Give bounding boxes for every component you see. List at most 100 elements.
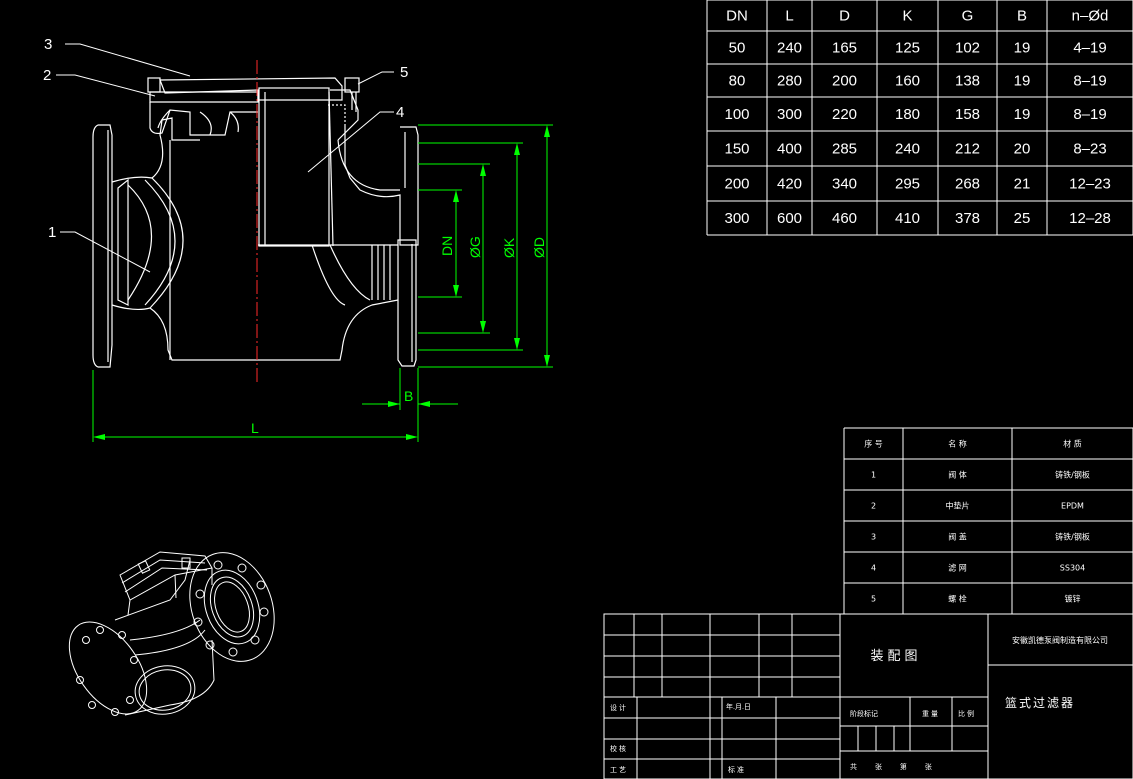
check-label: 校 核 bbox=[610, 744, 626, 753]
spec-table-cell: 80 bbox=[729, 73, 746, 90]
parts-table-cell: SS304 bbox=[1060, 564, 1085, 573]
spec-table-cell: 50 bbox=[729, 40, 746, 57]
standard-label: 标 准 bbox=[728, 765, 744, 774]
spec-table-cell: 8–23 bbox=[1073, 141, 1106, 158]
spec-table-cell: 19 bbox=[1014, 40, 1031, 57]
dim-l: L bbox=[251, 420, 259, 436]
title-block bbox=[603, 613, 1133, 779]
dim-g: ØG bbox=[467, 236, 483, 258]
spec-table-cell: 285 bbox=[832, 141, 857, 158]
spec-table-header-cell: D bbox=[839, 8, 850, 25]
scale-label: 比 例 bbox=[958, 709, 974, 718]
spec-table-cell: 165 bbox=[832, 40, 857, 57]
parts-table-cell: 铸铁/钢板 bbox=[1055, 532, 1090, 542]
date-label: 年.月.日 bbox=[726, 702, 751, 711]
spec-table-cell: 138 bbox=[955, 73, 980, 90]
spec-table-cell: 200 bbox=[724, 176, 749, 193]
spec-table-header-cell: B bbox=[1017, 8, 1027, 25]
spec-table-cell: 180 bbox=[895, 106, 920, 123]
spec-table-cell: 460 bbox=[832, 210, 857, 227]
spec-table-header-cell: DN bbox=[726, 8, 748, 25]
right-lower-flange bbox=[397, 239, 417, 367]
title-block-text: 装配图 安徽凯德泵阀制造有限公司 篮式过滤器 设 计 年.月.日 校 核 工 艺… bbox=[610, 635, 1108, 774]
spec-table-cell: 400 bbox=[777, 141, 802, 158]
parts-table-cell: 3 bbox=[871, 533, 876, 542]
drawing-type: 装配图 bbox=[870, 648, 921, 663]
spec-table-cell: 160 bbox=[895, 73, 920, 90]
parts-table-cell: 1 bbox=[871, 471, 876, 480]
spec-table-cell: 200 bbox=[832, 73, 857, 90]
spec-table-cell: 100 bbox=[724, 106, 749, 123]
balloon-leaders bbox=[56, 43, 394, 273]
spec-table-cell: 158 bbox=[955, 106, 980, 123]
spec-table-cell: 150 bbox=[724, 141, 749, 158]
spec-table-cell: 8–19 bbox=[1073, 106, 1106, 123]
company-name: 安徽凯德泵阀制造有限公司 bbox=[1012, 635, 1108, 645]
parts-table-cell: 滤 网 bbox=[948, 563, 967, 573]
balloon-2: 2 bbox=[43, 67, 51, 84]
section-view bbox=[92, 77, 419, 368]
product-name: 篮式过滤器 bbox=[1005, 695, 1075, 710]
spec-table-header-cell: L bbox=[785, 8, 793, 25]
spec-table-header-cell: K bbox=[902, 8, 912, 25]
spec-table-cell: 12–23 bbox=[1069, 176, 1111, 193]
spec-table-cell: 300 bbox=[724, 210, 749, 227]
spec-table-cell: 125 bbox=[895, 40, 920, 57]
spec-table-cell: 212 bbox=[955, 141, 980, 158]
spec-table-cell: 300 bbox=[777, 106, 802, 123]
spec-table-cell: 102 bbox=[955, 40, 980, 57]
spec-table-cell: 8–19 bbox=[1073, 73, 1106, 90]
spec-table-header-cell: n–Ød bbox=[1072, 8, 1109, 25]
balloon-5: 5 bbox=[400, 64, 408, 81]
parts-table-header-cell: 名 称 bbox=[948, 439, 967, 449]
dim-b: B bbox=[404, 388, 413, 404]
spec-table-cell: 19 bbox=[1014, 106, 1031, 123]
spec-table-header-cell: G bbox=[962, 8, 974, 25]
balloon-1: 1 bbox=[48, 224, 56, 241]
spec-table-cell: 410 bbox=[895, 210, 920, 227]
body-outline bbox=[111, 117, 399, 361]
sheet-label: 共 张 第 张 bbox=[850, 762, 940, 771]
spec-table-cell: 340 bbox=[832, 176, 857, 193]
left-flange bbox=[92, 124, 113, 368]
spec-table-cell: 12–28 bbox=[1069, 210, 1111, 227]
spec-table-cell: 19 bbox=[1014, 73, 1031, 90]
parts-table-cell: EPDM bbox=[1061, 502, 1084, 511]
spec-table-cell: 295 bbox=[895, 176, 920, 193]
dim-k: ØK bbox=[501, 237, 517, 258]
balloon-labels: 3 2 1 4 5 bbox=[43, 36, 408, 241]
parts-table-cell: 5 bbox=[871, 595, 876, 604]
parts-table-cell: 阀 盖 bbox=[948, 532, 967, 542]
right-upper-flange bbox=[344, 125, 419, 246]
dim-dn: DN bbox=[439, 236, 455, 256]
spec-table-cell: 280 bbox=[777, 73, 802, 90]
balloon-3: 3 bbox=[44, 36, 52, 53]
dimension-lines bbox=[92, 124, 553, 442]
spec-table-cell: 420 bbox=[777, 176, 802, 193]
spec-table-cell: 378 bbox=[955, 210, 980, 227]
spec-table-cell: 20 bbox=[1014, 141, 1031, 158]
spec-table-cell: 240 bbox=[895, 141, 920, 158]
parts-table-cell: 4 bbox=[871, 564, 876, 573]
parts-table-header-cell: 序 号 bbox=[864, 439, 883, 449]
parts-table-cell: 铸铁/钢板 bbox=[1055, 470, 1090, 480]
dim-d: ØD bbox=[531, 237, 547, 258]
parts-table-header-cell: 材 质 bbox=[1063, 439, 1082, 449]
spec-table-cell: 220 bbox=[832, 106, 857, 123]
weight-label: 重 量 bbox=[922, 710, 938, 718]
parts-table-cell: 镀锌 bbox=[1065, 594, 1081, 604]
dimension-arrows bbox=[93, 125, 550, 440]
spec-table-cell: 600 bbox=[777, 210, 802, 227]
parts-table-cell: 中垫片 bbox=[946, 501, 970, 511]
parts-table-cell: 2 bbox=[871, 502, 876, 511]
spec-table-cell: 21 bbox=[1014, 176, 1031, 193]
spec-table-cell: 240 bbox=[777, 40, 802, 57]
process-label: 工 艺 bbox=[610, 766, 626, 774]
spec-table-cell: 25 bbox=[1014, 210, 1031, 227]
stage-label: 阶段标记 bbox=[850, 709, 878, 718]
balloon-4: 4 bbox=[396, 104, 404, 121]
spec-table-cell: 268 bbox=[955, 176, 980, 193]
